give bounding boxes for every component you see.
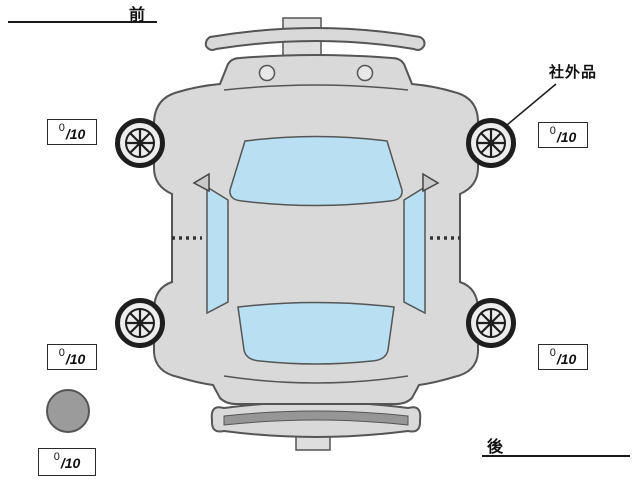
left-window-glass [206,185,229,315]
rear-window-glass [237,301,395,365]
tire-score-value: 0 [53,451,60,463]
rear-label: 後 [482,433,630,457]
front-bumper [204,27,426,51]
front-right-wheel-icon [469,121,514,166]
spare-tire-icon [46,389,90,433]
hood-right-cap-icon [356,64,374,82]
tire-score-denominator: /10 [60,455,81,471]
right-mirror-icon [422,172,440,193]
tire-score-value: 0 [58,347,65,359]
hood-seam-line [223,84,409,91]
trunk-seam-line [223,375,409,384]
tire-score-denominator: /10 [556,129,577,145]
tire-score-spare: 0 /10 [38,448,96,476]
front-label-text: 前 [128,7,145,24]
right-window-glass [403,185,426,315]
aftermarket-part-label: 社外品 [549,61,597,82]
tire-score-front-left: 0 /10 [47,119,97,145]
car-body [153,54,479,405]
left-mirror-icon [192,172,210,193]
tire-score-denominator: /10 [65,351,86,367]
front-left-wheel-icon [118,121,163,166]
tire-score-value: 0 [549,125,556,137]
aftermarket-part-label-text: 社外品 [549,64,598,81]
tire-score-value: 0 [549,347,556,359]
tire-score-front-right: 0 /10 [538,122,588,148]
tire-score-value: 0 [58,122,65,134]
rear-left-wheel-icon [118,301,163,346]
windshield-glass [229,135,403,207]
rear-bumper-stripe [223,410,409,426]
rear-right-wheel-icon [469,301,514,346]
tire-score-rear-right: 0 /10 [538,344,588,370]
hood-left-cap-icon [258,64,276,82]
rear-label-text: 後 [487,439,504,456]
tire-score-rear-left: 0 /10 [47,344,97,370]
tire-score-denominator: /10 [65,126,86,142]
front-label: 前 [8,1,157,24]
tire-score-denominator: /10 [556,351,577,367]
aftermarket-pointer-line [506,83,557,126]
